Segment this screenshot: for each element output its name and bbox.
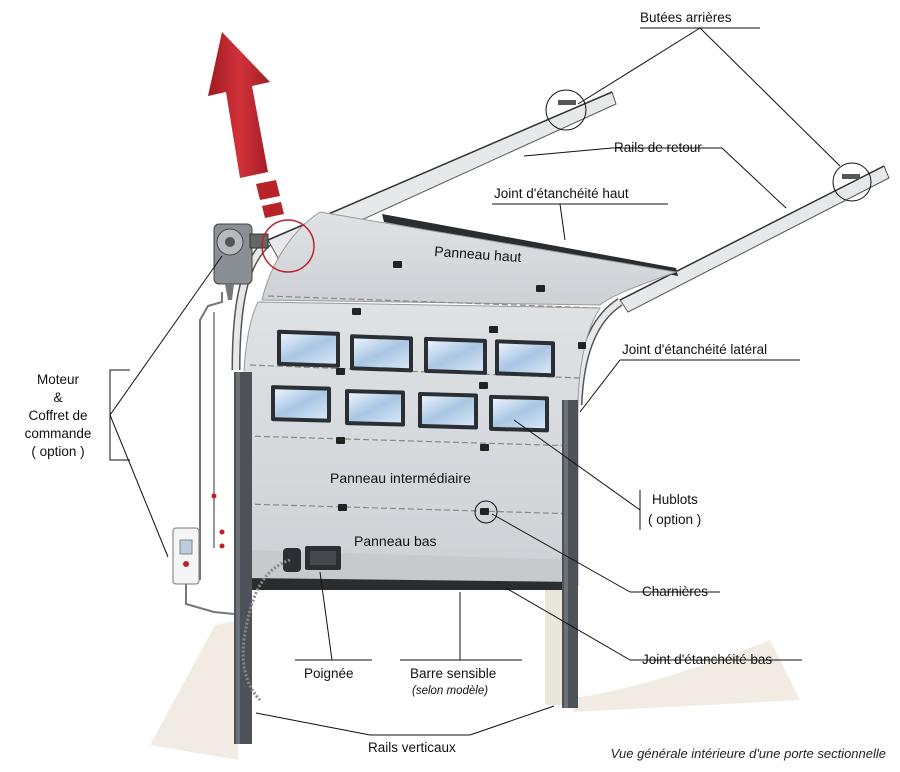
- bottom-bar: [240, 578, 578, 590]
- label-panneau-bas: Panneau bas: [354, 533, 437, 549]
- caption: Vue générale intérieure d'une porte sect…: [611, 746, 886, 761]
- label-moteur-4: commande: [25, 426, 92, 441]
- label-joint-lateral: Joint d'étanchéité latéral: [622, 342, 767, 357]
- label-moteur-1: Moteur: [37, 372, 80, 387]
- label-joint-haut: Joint d'étanchéité haut: [494, 186, 629, 201]
- label-selon-modele: (selon modèle): [412, 685, 488, 697]
- highlight-circles: [261, 89, 872, 524]
- leader-lines: [109, 27, 841, 736]
- label-joint-bas: Joint d'étanchéité bas: [642, 652, 772, 667]
- windows: [271, 329, 555, 433]
- label-moteur-3: Coffret de: [28, 408, 87, 423]
- label-butees-arrieres: Butées arrières: [640, 10, 732, 25]
- label-moteur-5: ( option ): [31, 444, 84, 459]
- label-rails-de-retour: Rails de retour: [614, 140, 702, 155]
- handle: [283, 546, 341, 572]
- label-panneau-intermediaire: Panneau intermédiaire: [330, 470, 471, 486]
- label-charnieres: Charnières: [642, 584, 708, 599]
- label-barre-sensible: Barre sensible: [410, 666, 496, 681]
- label-panneau-haut: Panneau haut: [434, 243, 522, 265]
- return-rails: [231, 91, 890, 406]
- label-hublots-2: ( option ): [648, 512, 701, 527]
- label-moteur-2: &: [53, 390, 62, 405]
- label-poignee: Poignée: [304, 666, 354, 681]
- label-rails-verticaux: Rails verticaux: [368, 740, 456, 755]
- hinges: [336, 261, 586, 515]
- opening-arrow: [208, 32, 284, 218]
- vertical-rails: [234, 372, 578, 744]
- control-box: [172, 292, 291, 702]
- label-hublots-1: Hublots: [652, 492, 698, 507]
